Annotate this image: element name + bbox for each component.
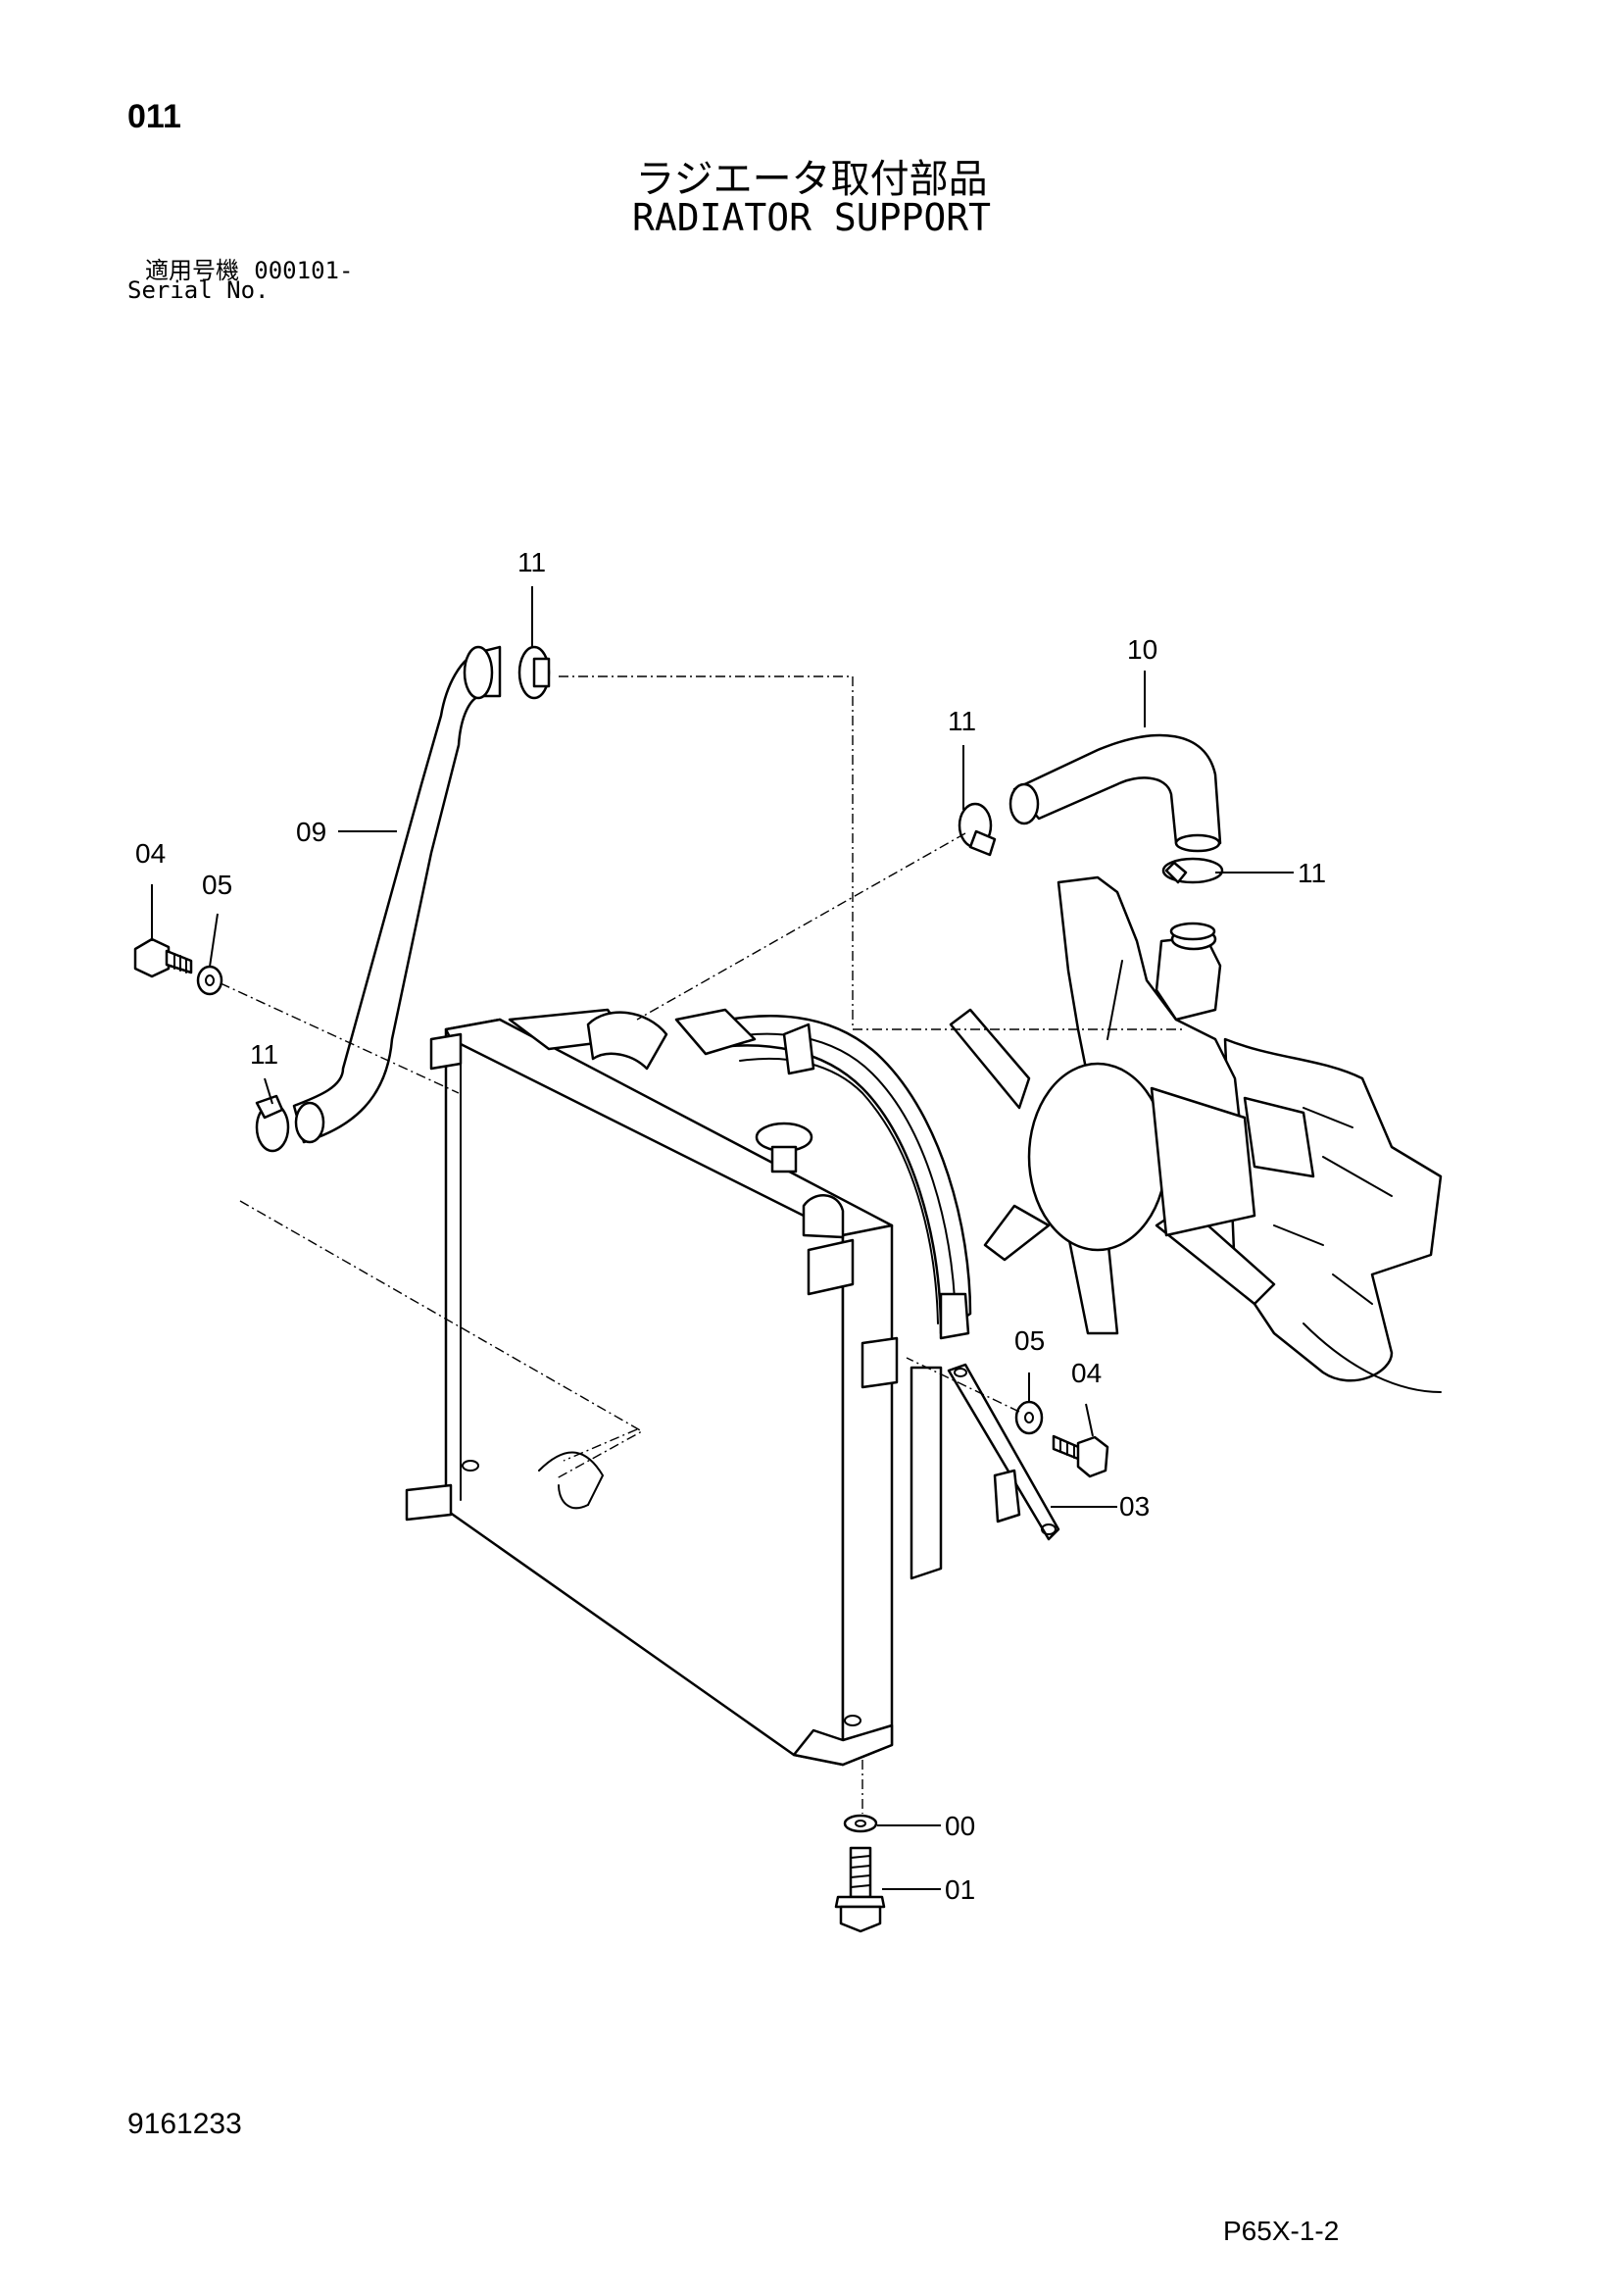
hose-10 — [1008, 733, 1222, 853]
callout-05-right: 05 — [1014, 1325, 1045, 1356]
bolt-01 — [834, 1846, 886, 1933]
hose-09 — [292, 645, 502, 1144]
hose-clamp-right — [1161, 857, 1224, 941]
title-english: RADIATOR SUPPORT — [631, 196, 992, 239]
hose-clamp-top — [517, 645, 551, 700]
engine-block — [1223, 1037, 1443, 1393]
document-code: 9161233 — [127, 2108, 242, 2140]
title-japanese: ラジエータ取付部品 — [635, 157, 988, 202]
hose-clamp-upper-right — [958, 802, 997, 857]
hose-clamp-left — [255, 1094, 290, 1153]
callouts: 11 10 11 11 09 04 05 11 05 04 03 00 01 — [135, 547, 1326, 1905]
bolt-04-right — [1052, 1434, 1109, 1478]
washer-05-left — [196, 965, 223, 996]
callout-11-right: 11 — [1298, 858, 1326, 888]
callout-04-left: 04 — [135, 838, 166, 869]
radiator — [405, 1008, 899, 1767]
assembly-lines — [220, 675, 1186, 1814]
serial-label-japanese: 適用号機 000101- — [145, 251, 353, 285]
stay-03 — [947, 1363, 1060, 1541]
page-number: 011 — [127, 98, 181, 135]
washer-05-right — [1014, 1400, 1044, 1435]
serial-label-english: Serial No. — [127, 276, 270, 304]
callout-00: 00 — [945, 1811, 975, 1841]
callout-09: 09 — [296, 817, 326, 847]
fan-shroud — [704, 1015, 972, 1580]
washer-00 — [843, 1814, 878, 1833]
callout-04-right: 04 — [1071, 1358, 1102, 1388]
callout-05-left: 05 — [202, 870, 232, 900]
callout-11-right-upper: 11 — [948, 706, 976, 736]
bolt-04-left — [133, 937, 193, 978]
callout-11-left: 11 — [250, 1039, 278, 1070]
callout-03: 03 — [1119, 1491, 1150, 1522]
page-code: P65X-1-2 — [1223, 2216, 1340, 2246]
callout-11-top: 11 — [517, 547, 546, 577]
cooling-fan — [949, 960, 1276, 1335]
leader-lines — [151, 586, 1294, 1890]
callout-01: 01 — [945, 1874, 975, 1905]
callout-10: 10 — [1127, 634, 1157, 665]
serial-range: 000101- — [254, 257, 354, 284]
serial-label-jp-text: 適用号機 — [145, 257, 239, 284]
